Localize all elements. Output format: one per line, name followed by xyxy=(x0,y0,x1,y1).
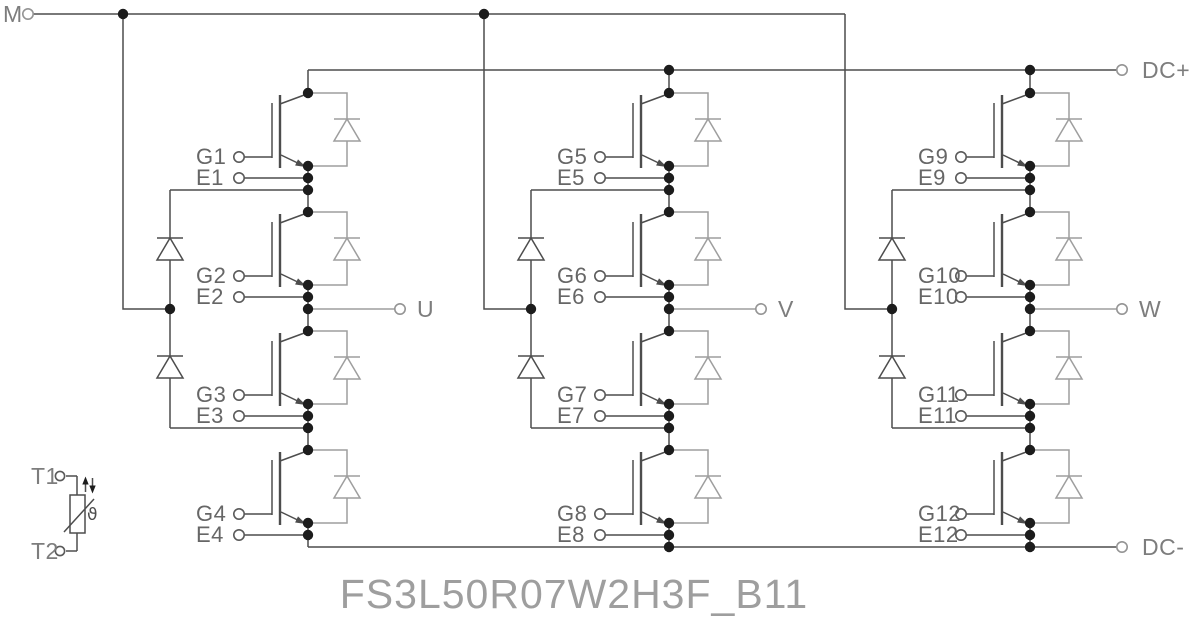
label-g12: G12 xyxy=(918,501,962,526)
neutral-rail-junction-dot xyxy=(117,8,129,20)
dc-minus-rail-junction-dot xyxy=(663,541,675,553)
label-g4: G4 xyxy=(196,501,227,526)
label-g8: G8 xyxy=(557,501,588,526)
label-t1: T1 xyxy=(31,463,59,489)
t2-terminal-circle xyxy=(54,545,66,557)
dc-plus-terminal-circle xyxy=(1116,64,1129,77)
label-e4: E4 xyxy=(196,522,224,547)
label-e7: E7 xyxy=(557,403,585,428)
neutral-terminal-circle xyxy=(21,8,34,20)
label-g9: G9 xyxy=(918,144,949,169)
label-g1: G1 xyxy=(196,144,227,169)
label-u: U xyxy=(417,296,435,322)
part-number-title: FS3L50R07W2H3F_B11 xyxy=(339,571,809,617)
label-g7: G7 xyxy=(557,382,588,407)
bidirectional-arrows-icon xyxy=(82,476,96,494)
label-g11: G11 xyxy=(918,382,960,407)
phase-leg-u xyxy=(123,14,405,547)
label-e2: E2 xyxy=(196,284,224,309)
label-theta: ϑ xyxy=(87,505,98,525)
label-g2: G2 xyxy=(196,263,227,288)
label-e6: E6 xyxy=(557,284,585,309)
t1-terminal-circle xyxy=(54,470,66,482)
label-g3: G3 xyxy=(196,382,227,407)
dc-plus-rail-junction-dot xyxy=(1024,64,1036,76)
label-v: V xyxy=(778,296,794,322)
label-e1: E1 xyxy=(196,165,224,190)
label-e12: E12 xyxy=(918,522,959,547)
label-w: W xyxy=(1139,296,1162,322)
label-e9: E9 xyxy=(918,165,946,190)
phase-leg-v xyxy=(484,14,766,547)
label-dc-minus: DC- xyxy=(1142,534,1185,560)
label-e10: E10 xyxy=(918,284,959,309)
label-g5: G5 xyxy=(557,144,588,169)
label-m: M xyxy=(3,1,23,27)
thermistor-body-icon xyxy=(69,494,86,534)
thermistor-diagonal xyxy=(63,498,95,533)
label-e3: E3 xyxy=(196,403,224,428)
label-g6: G6 xyxy=(557,263,588,288)
phase-leg-w xyxy=(845,14,1127,547)
dc-plus-rail-junction-dot xyxy=(663,64,675,76)
neutral-rail-junction-dot xyxy=(478,8,490,20)
dc-minus-rail-junction-dot xyxy=(1024,541,1036,553)
dc-minus-terminal-circle xyxy=(1116,540,1129,553)
label-e11: E11 xyxy=(918,403,958,428)
label-e8: E8 xyxy=(557,522,585,547)
label-e5: E5 xyxy=(557,165,585,190)
ntc-thermistor xyxy=(54,470,96,557)
label-g10: G10 xyxy=(918,263,962,288)
label-dc-plus: DC+ xyxy=(1142,57,1191,83)
label-t2: T2 xyxy=(31,538,59,564)
